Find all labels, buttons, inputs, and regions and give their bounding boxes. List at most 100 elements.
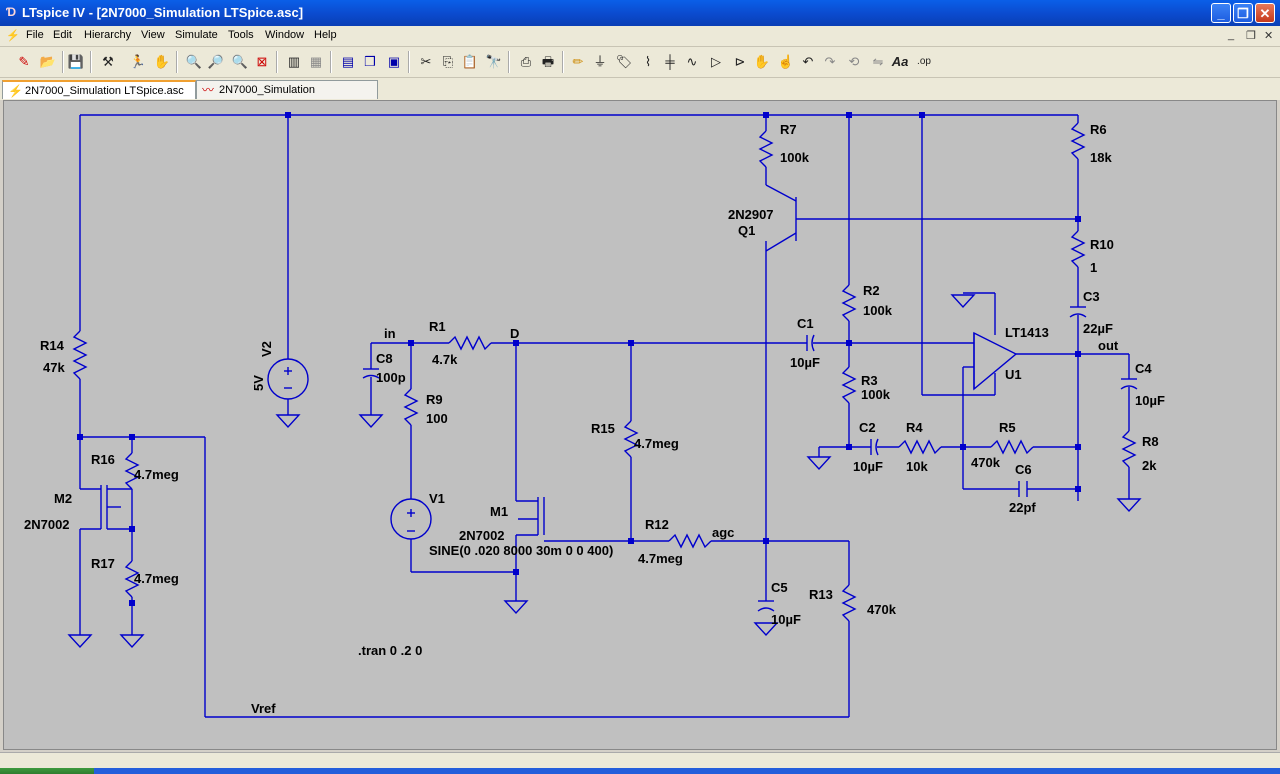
value-r16: 4.7meg bbox=[134, 467, 179, 482]
open-icon[interactable]: 📂 bbox=[39, 54, 57, 69]
drag-icon[interactable]: ☝ bbox=[777, 54, 795, 69]
value-r13: 470k bbox=[867, 602, 897, 617]
status-bar bbox=[0, 752, 1280, 769]
undo-icon[interactable]: ↶ bbox=[802, 54, 814, 69]
value-c8: 100p bbox=[376, 370, 406, 385]
doc-minimize-icon[interactable]: _ bbox=[1228, 29, 1235, 41]
move-icon[interactable]: ✋ bbox=[753, 54, 771, 69]
zoom-fit-icon[interactable]: ⊠ bbox=[256, 54, 268, 69]
spice-directive-icon[interactable]: .op bbox=[917, 56, 931, 67]
value-r5: 470k bbox=[971, 455, 1001, 470]
print-setup-icon[interactable]: ⎙ bbox=[520, 54, 532, 69]
label-v1: V1 bbox=[429, 491, 445, 506]
label-net-icon[interactable]: 🏷 bbox=[615, 54, 633, 69]
doc-restore-icon[interactable]: ❐ bbox=[1246, 30, 1256, 42]
copy-icon[interactable]: ⎘ bbox=[442, 54, 454, 69]
value-r8: 2k bbox=[1142, 458, 1157, 473]
cascade-icon[interactable]: ❒ bbox=[364, 54, 376, 69]
halt-icon[interactable]: ✋ bbox=[153, 54, 171, 69]
label-r13: R13 bbox=[809, 587, 833, 602]
cut-icon[interactable]: ✂ bbox=[420, 54, 432, 69]
menu-window[interactable]: Window bbox=[265, 29, 305, 41]
label-r1: R1 bbox=[429, 319, 446, 334]
value-r6: 18k bbox=[1090, 150, 1112, 165]
menu-help[interactable]: Help bbox=[314, 29, 337, 41]
window-title: LTspice IV - [2N7000_Simulation LTSpice.… bbox=[22, 5, 304, 20]
doc-close-icon[interactable]: ✕ bbox=[1264, 30, 1274, 42]
rotate-icon[interactable]: ⟲ bbox=[848, 54, 860, 69]
value-m2: 2N7002 bbox=[24, 517, 70, 532]
pan-icon[interactable]: 🔎 bbox=[207, 54, 225, 69]
menu-edit[interactable]: Edit bbox=[53, 29, 72, 41]
value-c6: 22pf bbox=[1009, 500, 1036, 515]
label-c2: C2 bbox=[859, 420, 876, 435]
value-r3: 100k bbox=[861, 387, 891, 402]
tile-vertical-icon[interactable]: ▣ bbox=[387, 54, 401, 69]
label-c4: C4 bbox=[1135, 361, 1152, 376]
text-icon[interactable]: Aa bbox=[891, 54, 909, 69]
mirror-icon[interactable]: ⇋ bbox=[872, 54, 884, 69]
find-icon[interactable]: 🔭 bbox=[485, 54, 503, 69]
ground-icon[interactable]: ⏚ bbox=[593, 54, 607, 69]
label-r14: R14 bbox=[40, 338, 65, 353]
net-out: out bbox=[1098, 338, 1119, 353]
tab-label: 2N7000_Simulation LTSpice.asc bbox=[25, 85, 184, 97]
label-r6: R6 bbox=[1090, 122, 1107, 137]
label-r17: R17 bbox=[91, 556, 115, 571]
label-c6: C6 bbox=[1015, 462, 1032, 477]
close-button[interactable]: ✕ bbox=[1255, 3, 1275, 23]
capacitor-icon[interactable]: ╪ bbox=[665, 54, 675, 69]
waveform-icon: 〰 bbox=[202, 83, 215, 97]
menu-hierarchy[interactable]: Hierarchy bbox=[84, 29, 132, 41]
resistor-icon[interactable]: ⌇ bbox=[644, 54, 652, 69]
value-r10: 1 bbox=[1090, 260, 1097, 275]
maximize-button[interactable]: ❐ bbox=[1233, 3, 1253, 23]
tile-horizontal-icon[interactable]: ▤ bbox=[341, 54, 355, 69]
component-icon[interactable]: ⊳ bbox=[734, 54, 746, 69]
grid-icon[interactable]: ▦ bbox=[309, 54, 323, 69]
document-tabs: ⚡ 2N7000_Simulation LTSpice.asc 〰 2N7000… bbox=[0, 78, 1280, 114]
label-c1: C1 bbox=[797, 316, 814, 331]
diode-icon[interactable]: ▷ bbox=[711, 54, 721, 69]
value-r1: 4.7k bbox=[432, 352, 458, 367]
label-c5: C5 bbox=[771, 580, 788, 595]
value-r7: 100k bbox=[780, 150, 810, 165]
save-icon[interactable]: 💾 bbox=[67, 54, 85, 69]
value-v1: SINE(0 .020 8000 30m 0 0 400) bbox=[429, 543, 613, 558]
print-icon[interactable]: 🖶 bbox=[541, 54, 555, 69]
draw-wire-icon[interactable]: ✏ bbox=[572, 54, 584, 69]
label-m1: M1 bbox=[490, 504, 508, 519]
label-c3: C3 bbox=[1083, 289, 1100, 304]
zoom-in-icon[interactable]: 🔍 bbox=[185, 54, 203, 69]
control-panel-icon[interactable]: ⚒ bbox=[102, 54, 114, 69]
autorange-icon[interactable]: ▥ bbox=[287, 54, 301, 69]
taskbar bbox=[94, 768, 1280, 774]
net-agc: agc bbox=[712, 525, 734, 540]
spice-directive: .tran 0 .2 0 bbox=[358, 643, 422, 658]
menu-file[interactable]: File bbox=[26, 29, 44, 41]
value-c5: 10µF bbox=[771, 612, 801, 627]
menu-simulate[interactable]: Simulate bbox=[175, 29, 218, 41]
menu-view[interactable]: View bbox=[141, 29, 165, 41]
menu-tools[interactable]: Tools bbox=[228, 29, 254, 41]
value-r12: 4.7meg bbox=[638, 551, 683, 566]
label-r8: R8 bbox=[1142, 434, 1159, 449]
tab-waveform[interactable]: 〰 2N7000_Simulation LTSpice.raw bbox=[196, 80, 378, 114]
zoom-out-icon[interactable]: 🔍 bbox=[231, 54, 249, 69]
toolbar: ✎ 📂 💾 ⚒ 🏃 ✋ 🔍 🔎 🔍 ⊠ ▥ ▦ ▤ ❒ ▣ ✂ ⎘ 📋 🔭 ⎙ … bbox=[0, 47, 1280, 78]
redo-icon[interactable]: ↷ bbox=[824, 54, 836, 69]
label-r4: R4 bbox=[906, 420, 923, 435]
new-schematic-icon[interactable]: ✎ bbox=[18, 54, 30, 69]
paste-icon[interactable]: 📋 bbox=[461, 54, 479, 69]
tab-schematic[interactable]: ⚡ 2N7000_Simulation LTSpice.asc bbox=[2, 80, 196, 99]
minimize-button[interactable]: _ bbox=[1211, 3, 1231, 23]
schematic-canvas[interactable]: R7 100k R6 18k 2N2907 Q1 R10 1 R2 100k C… bbox=[3, 100, 1277, 750]
schematic-drawing: R7 100k R6 18k 2N2907 Q1 R10 1 R2 100k C… bbox=[24, 112, 1165, 718]
run-icon[interactable]: 🏃 bbox=[129, 54, 147, 69]
ltspice-logo-icon[interactable]: Ɗ bbox=[5, 5, 17, 19]
inductor-icon[interactable]: ∿ bbox=[686, 54, 698, 69]
label-u1: U1 bbox=[1005, 367, 1022, 382]
label-r15: R15 bbox=[591, 421, 615, 436]
schematic-icon: ⚡ bbox=[8, 84, 23, 98]
document-icon[interactable]: ⚡ bbox=[6, 30, 20, 42]
